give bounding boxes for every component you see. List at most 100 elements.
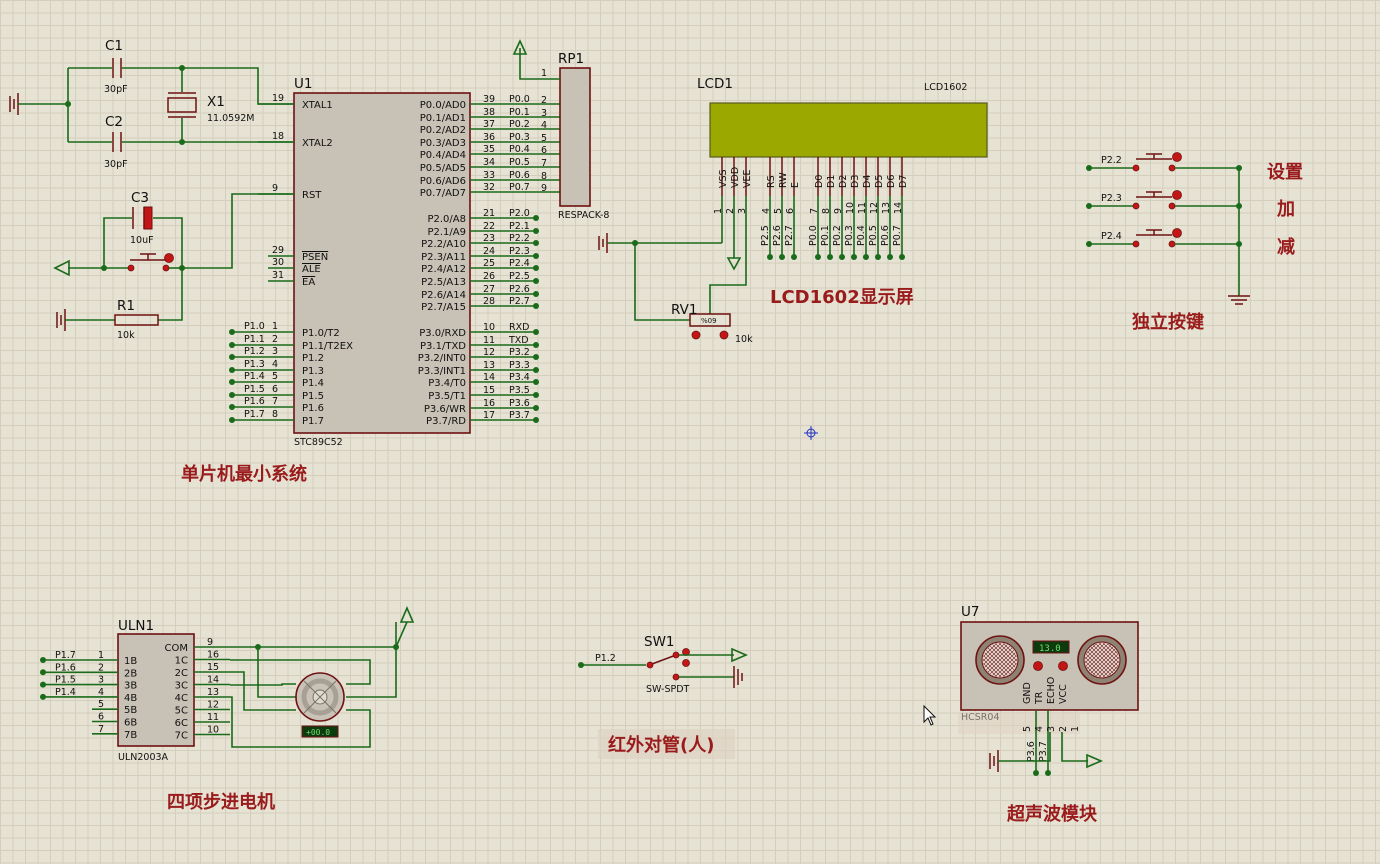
- section-title-motor: 四项步进电机: [167, 791, 275, 813]
- uln2003-body[interactable]: [117, 633, 195, 747]
- net-label: P3.4: [509, 372, 530, 383]
- reset-button[interactable]: [68, 253, 182, 272]
- net-dot: [533, 342, 539, 348]
- net-dot: [40, 693, 46, 700]
- mcu-pin-number: 11: [483, 335, 495, 346]
- lcd-screen[interactable]: [709, 102, 988, 158]
- u7-pin-number: 2: [1058, 726, 1069, 732]
- potentiometer-rv1[interactable]: %09 RV1 10k: [671, 302, 753, 345]
- rp1-pin-number: 6: [541, 145, 547, 156]
- net-label: P2.7: [509, 296, 530, 307]
- net-dot: [533, 354, 539, 360]
- mcu-pin-number: 25: [483, 258, 495, 269]
- net-dot: [533, 240, 539, 246]
- distance-up-button[interactable]: [1033, 661, 1043, 671]
- mcu-pin-number: 9: [272, 183, 278, 194]
- u7-pin-name: GND: [1022, 682, 1033, 704]
- lcd-pin-number: 7: [809, 208, 820, 214]
- keys-section: P2.2P2.3P2.4 设置 加 减 独立按键: [1086, 152, 1303, 333]
- net-label: P2.6: [509, 284, 530, 295]
- mcu-pin-number: 27: [483, 284, 495, 295]
- lcd-pin-name: VDD: [730, 167, 741, 188]
- key-label-sub: 减: [1277, 236, 1295, 258]
- rp1-part: RESPACK-8: [558, 210, 609, 221]
- mcu-pin-number: 15: [483, 385, 495, 396]
- mcu-pin-name: P1.2: [302, 353, 324, 364]
- rp1-ref: RP1: [558, 51, 584, 67]
- net-dot: [40, 681, 46, 688]
- lcd-pin-number: 1: [713, 208, 724, 214]
- net-dot: [899, 254, 905, 260]
- mcu-pin-name: P0.2/AD2: [420, 125, 466, 136]
- uln-pin-name: 1C: [175, 656, 188, 667]
- net-label: P2.5: [760, 225, 771, 246]
- resistor-r1[interactable]: R1 10k: [56, 298, 159, 341]
- lcd-pin-name: RS: [766, 175, 777, 188]
- net-dot: [767, 254, 773, 260]
- lcd-pin-number: 3: [737, 208, 748, 214]
- net-label: P2.4: [509, 258, 530, 269]
- mcu-pin-number: 1: [272, 321, 278, 332]
- section-title-keys: 独立按键: [1132, 311, 1204, 333]
- uln-pin-name: 4C: [175, 693, 188, 704]
- net-label: P2.2: [509, 233, 530, 244]
- net-dot: [533, 417, 539, 423]
- net-dot: [533, 215, 539, 221]
- crystal-x1[interactable]: X1 11.0592M: [167, 65, 254, 145]
- uln-pin-number: 11: [207, 712, 219, 723]
- capacitor-c1[interactable]: C1 30pF: [68, 38, 182, 95]
- key-net-label: P2.2: [1101, 155, 1122, 166]
- mcu-pin-number: 2: [272, 334, 278, 345]
- uln-pin-number: 16: [207, 650, 219, 661]
- net-label: P3.6: [1026, 741, 1037, 762]
- net-dot: [815, 254, 821, 260]
- net-dot: [229, 404, 235, 410]
- uln-pin-number: 5: [98, 699, 104, 710]
- mcu-part: STC89C52: [294, 437, 343, 448]
- sw1-net: P1.2: [595, 653, 616, 664]
- mcu-pin-name: P1.7: [302, 416, 324, 427]
- key-buttons: P2.2P2.3P2.4: [1086, 152, 1242, 248]
- ground-symbol: [733, 666, 743, 688]
- net-label: P3.6: [509, 398, 530, 409]
- lcd-pin-number: 11: [857, 202, 868, 214]
- c1-value: 30pF: [104, 84, 128, 95]
- stepper-motor[interactable]: +00.0: [295, 672, 345, 738]
- c2-value: 30pF: [104, 159, 128, 170]
- net-label: P0.0: [808, 225, 819, 246]
- net-label: P3.7: [509, 410, 530, 421]
- net-label: P0.3: [844, 225, 855, 246]
- mcu-pin-number: 33: [483, 170, 495, 181]
- net-label: P0.2: [509, 119, 530, 130]
- transducer-left: [975, 635, 1025, 685]
- net-label: P1.5: [55, 675, 76, 686]
- net-label: P0.7: [892, 225, 903, 246]
- net-dot: [827, 254, 833, 260]
- mcu-pin-name: P3.0/RXD: [419, 328, 466, 339]
- lcd-pin-number: 12: [869, 202, 880, 214]
- section-title-lcd: LCD1602显示屏: [770, 287, 914, 308]
- distance-down-button[interactable]: [1058, 661, 1068, 671]
- net-dot: [533, 253, 539, 259]
- net-dot: [887, 254, 893, 260]
- power-arrow-icon: [731, 647, 749, 663]
- lcd-pin-number: 8: [821, 208, 832, 214]
- mcu-pin-number: 31: [272, 270, 284, 281]
- mcu-pin-number: 4: [272, 359, 278, 370]
- lcd-pin-name: D3: [850, 175, 861, 188]
- mcu-pin-name: EA: [302, 277, 315, 288]
- mcu-pin-number: 39: [483, 94, 495, 105]
- u7-pin-number: 3: [1046, 726, 1057, 732]
- spdt-switch-sw1[interactable]: SW1 SW-SPDT: [644, 634, 690, 695]
- mcu-pin-number: 26: [483, 271, 495, 282]
- key-button: [1172, 152, 1182, 162]
- rv1-ref: RV1: [671, 302, 697, 318]
- net-label: P0.6: [509, 170, 530, 181]
- mcu-pin-number: 34: [483, 157, 495, 168]
- mcu-u1-body[interactable]: [293, 92, 471, 434]
- mcu-pin-name: P3.5/T1: [428, 391, 466, 402]
